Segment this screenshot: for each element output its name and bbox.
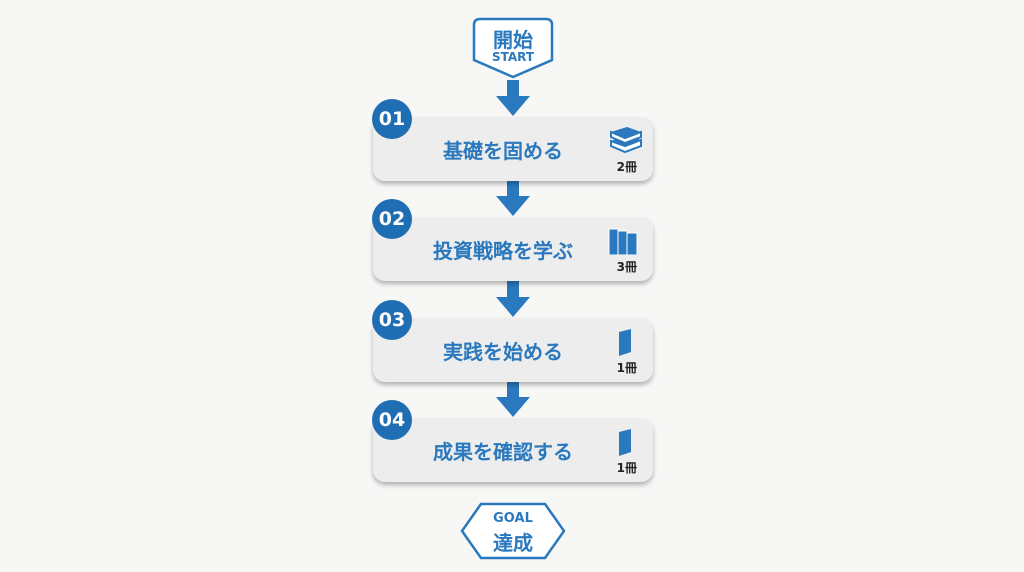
step-card-03: 実践を始める 1冊 — [373, 318, 653, 382]
start-title: 開始 — [493, 28, 533, 52]
step-number-badge: 02 — [372, 199, 412, 239]
book-icon — [619, 429, 631, 456]
start-subtitle: START — [491, 50, 535, 64]
step-title: 投資戦略を学ぶ — [433, 239, 573, 263]
book-count: 3冊 — [616, 260, 637, 274]
book-count: 1冊 — [616, 361, 637, 375]
start-pentagon-shape — [472, 17, 554, 79]
book-icon — [619, 329, 631, 356]
step-number-badge: 01 — [372, 99, 412, 139]
arrow-down-icon — [496, 281, 530, 317]
arrow-down-icon — [496, 180, 530, 216]
step-title: 成果を確認する — [433, 440, 573, 464]
arrow-down-icon — [496, 381, 530, 417]
book-count: 1冊 — [616, 461, 637, 475]
start-node: 開始 START — [470, 16, 556, 80]
books-upright-icon — [608, 228, 638, 255]
goal-node: GOAL 達成 — [459, 501, 567, 561]
book-count: 2冊 — [616, 160, 637, 174]
goal-subtitle: 達成 — [493, 531, 533, 555]
goal-title: GOAL — [493, 511, 533, 526]
goal-hexagon-shape — [460, 502, 566, 560]
step-title: 基礎を固める — [443, 139, 563, 163]
arrow-down-icon — [496, 80, 530, 116]
step-card-04: 成果を確認する 1冊 — [373, 418, 653, 482]
book-stack-icon — [610, 127, 642, 154]
step-number-badge: 04 — [372, 400, 412, 440]
step-card-01: 基礎を固める 2冊 — [373, 117, 653, 181]
step-card-02: 投資戦略を学ぶ 3冊 — [373, 217, 653, 281]
step-title: 実践を始める — [443, 340, 563, 364]
step-number-badge: 03 — [372, 300, 412, 340]
